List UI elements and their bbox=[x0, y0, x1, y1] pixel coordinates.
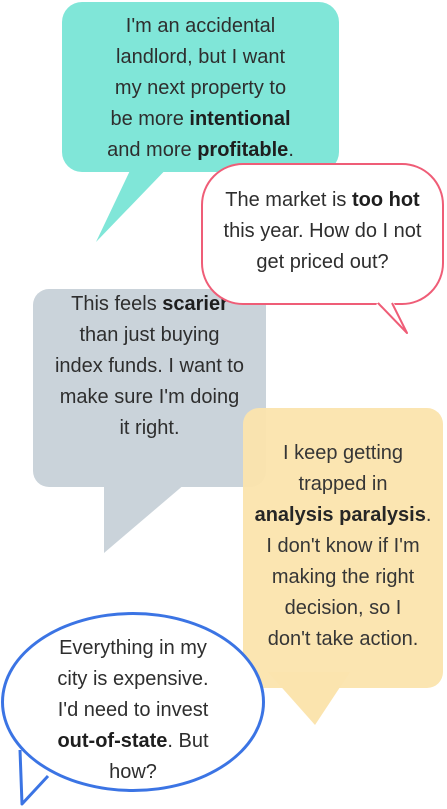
yellow-line-3: analysis paralysis. bbox=[249, 500, 437, 531]
teal-line-5: and more profitable. bbox=[78, 135, 323, 166]
red-line-1: The market is too hot bbox=[211, 185, 434, 216]
grey-line-5: it right. bbox=[119, 417, 180, 439]
teal-speech-bubble: I'm an accidental landlord, but I want m… bbox=[62, 2, 339, 172]
grey-speech-bubble: This feels scarier than just buying inde… bbox=[33, 289, 266, 487]
yellow-line-1: I keep getting bbox=[282, 442, 404, 464]
teal-emphasis-intentional: intentional bbox=[189, 108, 291, 130]
teal-line-4-text: be more bbox=[110, 108, 190, 130]
red-line-1-text: The market is bbox=[225, 189, 352, 211]
teal-emphasis-profitable: profitable bbox=[197, 139, 289, 161]
blue-emphasis-out-of-state: out-of-state bbox=[57, 730, 168, 752]
yellow-line-6: decision, so I bbox=[284, 597, 402, 619]
grey-line-3: index funds. I want to bbox=[54, 355, 244, 377]
teal-line-1: I'm an accidental bbox=[125, 15, 276, 37]
grey-line-1: This feels scarier bbox=[43, 289, 256, 320]
yellow-line-3-end: . bbox=[425, 504, 432, 526]
teal-line-5-text: and more bbox=[107, 139, 198, 161]
yellow-line-7: don't take action. bbox=[267, 628, 419, 650]
teal-line-4: be more intentional bbox=[78, 104, 323, 135]
grey-line-1-text: This feels bbox=[71, 293, 163, 315]
yellow-speech-bubble: I keep getting trapped in analysis paral… bbox=[243, 408, 443, 688]
grey-line-4: make sure I'm doing bbox=[59, 386, 240, 408]
teal-line-3: my next property to bbox=[114, 77, 287, 99]
blue-outlined-speech-bubble: Everything in my city is expensive. I'd … bbox=[1, 612, 265, 792]
blue-line-5: how? bbox=[109, 761, 157, 783]
red-line-3: get priced out? bbox=[256, 251, 389, 273]
blue-line-2: city is expensive. bbox=[57, 668, 209, 690]
yellow-line-5: making the right bbox=[271, 566, 415, 588]
blue-line-4-end: . But bbox=[167, 730, 209, 752]
blue-line-3: I'd need to invest bbox=[57, 699, 209, 721]
yellow-line-2: trapped in bbox=[298, 473, 388, 495]
teal-line-5-end: . bbox=[288, 139, 294, 161]
red-outlined-speech-bubble: The market is too hot this year. How do … bbox=[201, 163, 444, 305]
blue-line-1: Everything in my bbox=[59, 637, 207, 659]
yellow-line-4: I don't know if I'm bbox=[266, 535, 420, 557]
red-line-2: this year. How do I not bbox=[223, 220, 422, 242]
grey-line-2: than just buying bbox=[79, 324, 220, 346]
red-emphasis-too-hot: too hot bbox=[351, 189, 420, 211]
teal-line-2: landlord, but I want bbox=[116, 46, 285, 68]
blue-line-4: out-of-state. But bbox=[22, 726, 244, 757]
grey-emphasis-scarier: scarier bbox=[162, 293, 228, 315]
yellow-emphasis-analysis-paralysis: analysis paralysis bbox=[254, 504, 426, 526]
